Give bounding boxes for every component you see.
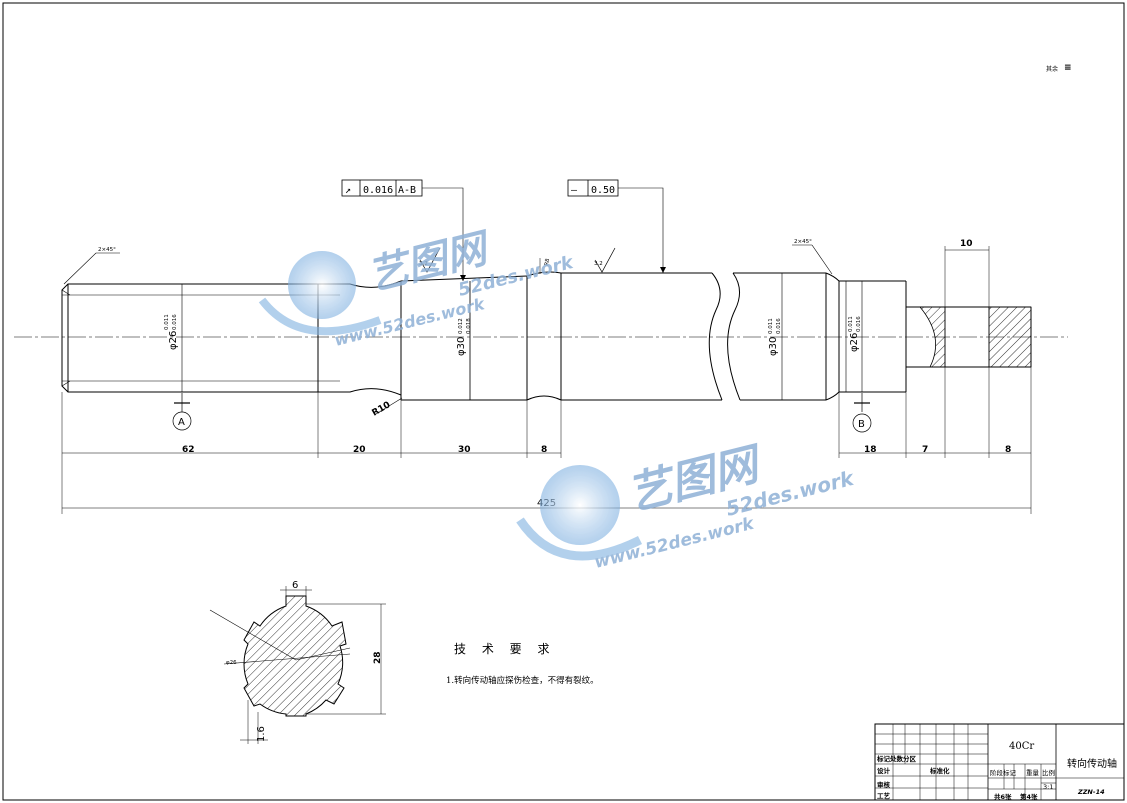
svg-text:φ26: φ26 (849, 333, 860, 352)
hatch-area-right-2 (988, 306, 1032, 368)
dia-right2: φ26 0.011 0.016 (848, 281, 863, 392)
tb-mark-header: 标记处数分区 (876, 754, 917, 763)
svg-text:0.018: 0.018 (466, 318, 472, 334)
surface-finish-note: 其余 ≡ (1046, 63, 1072, 73)
svg-text:φ30: φ30 (768, 337, 779, 356)
svg-text:0.016: 0.016 (856, 316, 862, 332)
tb-standard: 标准化 (929, 766, 950, 775)
svg-text:0.016: 0.016 (172, 314, 178, 330)
tech-requirements-title: 技 术 要 求 (454, 642, 556, 656)
watermark-middle: 艺图网 52des.work www.52des.work (516, 438, 858, 573)
svg-text:B: B (858, 419, 865, 430)
svg-text:—: — (571, 185, 578, 196)
dim-62: 62 (182, 445, 195, 455)
hatch-area-right-1 (919, 306, 946, 368)
tb-process: 工艺 (877, 791, 891, 800)
tb-check: 审核 (877, 780, 891, 789)
dia-left: φ26 0.011 0.016 (164, 284, 183, 392)
tb-weight: 重量 (1026, 769, 1040, 777)
fillet-top-label: R8 (539, 258, 551, 274)
svg-text:0.50: 0.50 (591, 185, 615, 196)
dimension-chain (61, 246, 1032, 514)
svg-text:0.011: 0.011 (848, 316, 854, 332)
svg-text:0.016: 0.016 (776, 318, 782, 334)
tb-sheets-total: 共6张 (994, 792, 1012, 801)
svg-text:2×45°: 2×45° (794, 239, 812, 245)
datum-b: B (852, 393, 872, 433)
spline-section-view: 6 28 φ26 1.6 (209, 580, 386, 744)
chamfer-right-callout: 2×45° (792, 239, 833, 275)
dim-20: 20 (353, 445, 366, 455)
svg-text:3.2: 3.2 (419, 261, 428, 267)
tb-material: 40Cr (1009, 741, 1034, 752)
svg-text:≡: ≡ (1064, 63, 1072, 73)
svg-text:φ26: φ26 (168, 331, 179, 350)
runout-symbol: ↗ (345, 185, 351, 196)
tb-drawing-no: ZZN-14 (1077, 788, 1105, 796)
svg-text:0.016: 0.016 (363, 185, 393, 196)
tb-scale: 3:1 (1043, 783, 1053, 791)
svg-text:1.6: 1.6 (256, 726, 267, 742)
dia-right1: φ30 0.011 0.016 (768, 273, 783, 400)
title-block (874, 723, 1125, 801)
svg-text:其余: 其余 (1046, 65, 1058, 73)
svg-text:A-B: A-B (398, 185, 416, 196)
svg-text:www.52des.work: www.52des.work (592, 513, 757, 572)
svg-text:2×45°: 2×45° (98, 247, 116, 253)
dia-mid: φ30 0.012 0.018 (456, 281, 472, 400)
tech-requirement-item: 1.转向传动轴应探伤检查，不得有裂纹。 (446, 676, 599, 686)
tb-sheet-no: 第4张 (1020, 792, 1038, 801)
dim-18: 18 (864, 445, 877, 455)
svg-text:3.2: 3.2 (594, 261, 603, 267)
gtol-runout-frame: ↗ 0.016 A-B (341, 179, 466, 281)
roughness-mark-1: 3.2 (419, 247, 441, 273)
dim-30: 30 (458, 445, 471, 455)
svg-text:0.012: 0.012 (458, 318, 464, 334)
svg-text:28: 28 (373, 651, 383, 664)
dim-10: 10 (960, 239, 973, 249)
tb-design: 设计 (877, 766, 891, 775)
svg-text:R10: R10 (371, 400, 393, 418)
tb-scale-header: 比例 (1042, 768, 1055, 777)
svg-text:A: A (178, 417, 185, 428)
dim-7: 7 (922, 445, 928, 455)
gtol-straightness-frame: — 0.50 (567, 179, 666, 273)
tb-stage: 阶段标记 (990, 768, 1017, 777)
svg-text:R8: R8 (544, 258, 551, 267)
chamfer-left-callout: 2×45° (63, 247, 120, 285)
svg-text:0.011: 0.011 (164, 314, 170, 330)
tb-part-name: 转向传动轴 (1067, 757, 1117, 770)
svg-text:φ30: φ30 (456, 337, 467, 356)
svg-text:φ26: φ26 (226, 660, 237, 666)
watermark-top: 艺图网 52des.work www.52des.work (258, 225, 576, 350)
dim-8a: 8 (541, 445, 547, 455)
fillet-r10-callout: R10 (371, 397, 403, 419)
svg-text:0.011: 0.011 (768, 318, 774, 334)
datum-a: A (172, 393, 192, 431)
roughness-mark-2: 3.2 (594, 247, 616, 273)
dim-8b: 8 (1005, 445, 1011, 455)
shaft-main-view (61, 271, 1032, 401)
svg-text:6: 6 (292, 580, 298, 591)
